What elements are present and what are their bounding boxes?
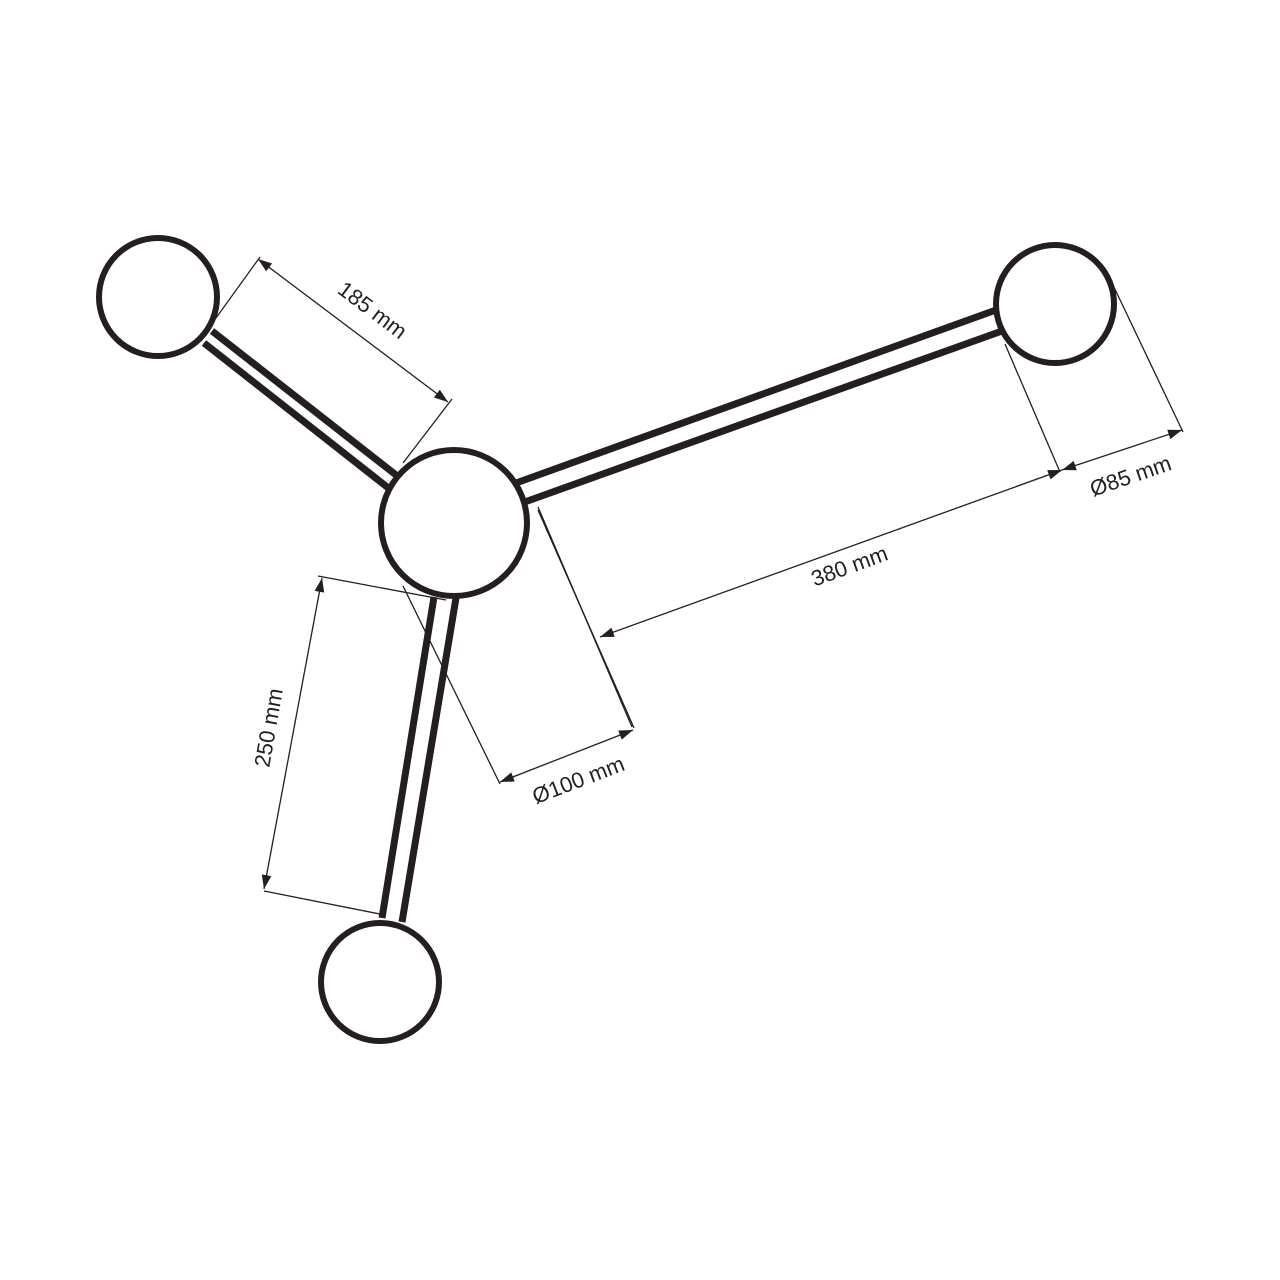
globe-right bbox=[993, 242, 1117, 366]
globe-left bbox=[96, 235, 220, 359]
rod-left bbox=[201, 328, 408, 497]
rod-bottom bbox=[378, 596, 460, 923]
dimension-label-100: Ø100 mm bbox=[529, 751, 628, 809]
dimension-label-185: 185 mm bbox=[333, 276, 412, 344]
globe-center bbox=[378, 447, 530, 599]
rod-right bbox=[514, 306, 1004, 507]
dimension-label-380: 380 mm bbox=[808, 541, 891, 592]
globe-bottom bbox=[318, 920, 442, 1044]
dimension-bottom-arm: 250 mm bbox=[249, 575, 447, 916]
dimension-label-250: 250 mm bbox=[249, 686, 287, 769]
